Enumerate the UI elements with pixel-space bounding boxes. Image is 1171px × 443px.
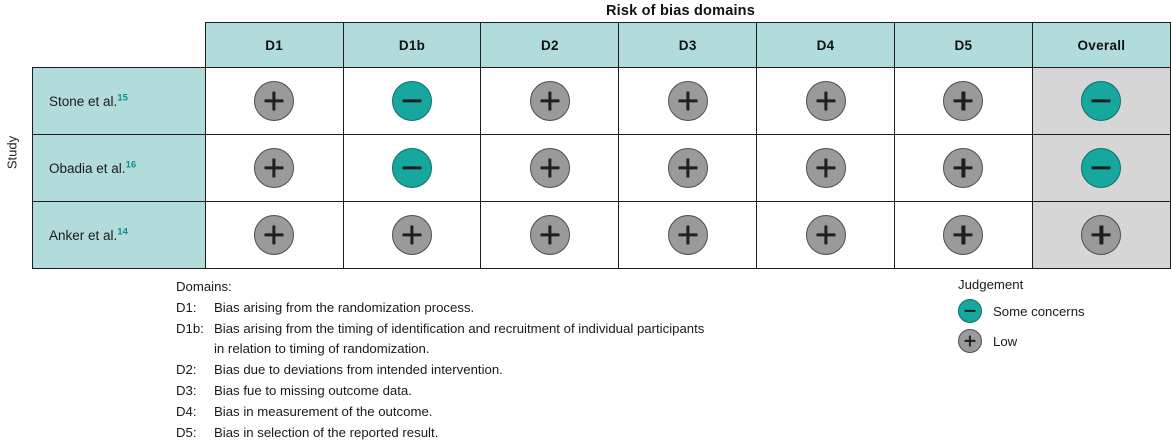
cell-obadia-d1b[interactable] xyxy=(342,134,482,202)
judgement-low-icon xyxy=(392,215,433,255)
judgement-some-concerns-icon xyxy=(958,299,982,323)
risk-of-bias-table: D1 D1b D2 D3 D4 D5 Overall Stone et al.1… xyxy=(32,22,1171,269)
judgement-low-icon xyxy=(805,148,846,188)
judgement-some-concerns-icon xyxy=(392,81,433,121)
judgement-legend-item-low: Low xyxy=(958,329,1085,353)
judgement-some-concerns-icon xyxy=(1081,148,1122,188)
judgement-low-icon xyxy=(529,81,570,121)
cell-obadia-d2[interactable] xyxy=(480,134,620,202)
domain-key: D1b: xyxy=(176,320,204,336)
study-name: Obadia et al. xyxy=(49,160,126,176)
column-header-overall: Overall xyxy=(1031,22,1171,68)
domain-description: Bias fue to missing outcome data. xyxy=(214,382,412,398)
judgement-legend-label: Some concerns xyxy=(993,303,1085,319)
column-header-d2: D2 xyxy=(480,22,620,68)
page-title: Risk of bias domains xyxy=(605,3,756,19)
domain-legend-item-d5: D5: Bias in selection of the reported re… xyxy=(176,423,704,443)
domain-key: D5: xyxy=(176,424,197,440)
domain-description: Bias arising from the randomization proc… xyxy=(214,299,475,315)
domain-description: Bias in measurement of the outcome. xyxy=(214,403,433,419)
cell-anker-d3[interactable] xyxy=(618,201,758,269)
cell-obadia-d5[interactable] xyxy=(893,134,1033,202)
cell-anker-overall[interactable] xyxy=(1031,201,1171,269)
judgement-low-icon xyxy=(958,329,982,353)
study-label-stone: Stone et al.15 xyxy=(32,67,206,135)
judgement-low-icon xyxy=(667,215,708,255)
domain-description: Bias arising from the timing of identifi… xyxy=(214,320,705,336)
judgement-legend-heading: Judgement xyxy=(958,277,1024,292)
column-header-d4: D4 xyxy=(756,22,895,68)
column-header-d1b: D1b xyxy=(342,22,482,68)
cell-stone-overall[interactable] xyxy=(1031,67,1171,135)
cell-obadia-overall[interactable] xyxy=(1031,134,1171,202)
judgement-low-icon xyxy=(805,81,846,121)
judgement-low-icon xyxy=(943,215,984,255)
domain-legend-item-d3: D3: Bias fue to missing outcome data. xyxy=(176,381,704,402)
cell-obadia-d1[interactable] xyxy=(204,134,344,202)
judgement-low-icon xyxy=(1081,215,1122,255)
judgement-low-icon xyxy=(529,215,570,255)
domain-legend-item-d2: D2: Bias due to deviations from intended… xyxy=(176,360,704,381)
domain-key: D3: xyxy=(176,382,197,398)
domain-key: D1: xyxy=(176,299,197,315)
cell-anker-d4[interactable] xyxy=(756,201,895,269)
judgement-low-icon xyxy=(254,148,295,188)
domains-legend: Domains: D1: Bias arising from the rando… xyxy=(176,277,704,443)
judgement-low-icon xyxy=(667,81,708,121)
study-reference: 15 xyxy=(117,92,128,103)
axis-label-study: Study xyxy=(4,135,20,170)
cell-stone-d5[interactable] xyxy=(893,67,1033,135)
cell-stone-d4[interactable] xyxy=(756,67,895,135)
study-name: Anker et al. xyxy=(49,227,118,243)
corner-cell xyxy=(32,22,206,68)
cell-stone-d2[interactable] xyxy=(480,67,620,135)
cell-anker-d2[interactable] xyxy=(480,201,620,269)
cell-anker-d1[interactable] xyxy=(204,201,344,269)
study-reference: 14 xyxy=(117,226,128,237)
judgement-low-icon xyxy=(943,81,984,121)
judgement-some-concerns-icon xyxy=(392,148,433,188)
judgement-legend-item-some-concerns: Some concerns xyxy=(958,299,1085,323)
judgement-low-icon xyxy=(943,148,984,188)
domain-key: D2: xyxy=(176,362,197,378)
domain-legend-item-d4: D4: Bias in measurement of the outcome. xyxy=(176,402,704,423)
cell-anker-d1b[interactable] xyxy=(342,201,482,269)
domain-description-continuation: in relation to timing of randomization. xyxy=(214,341,430,357)
domain-legend-item-d1b: D1b: Bias arising from the timing of ide… xyxy=(176,319,704,340)
domain-description: Bias in selection of the reported result… xyxy=(214,424,439,440)
cell-obadia-d4[interactable] xyxy=(756,134,895,202)
table-header-row: D1 D1b D2 D3 D4 D5 Overall xyxy=(32,22,1171,68)
study-label-obadia: Obadia et al.16 xyxy=(32,134,206,202)
domains-legend-heading: Domains: xyxy=(176,279,232,294)
domain-legend-item-d1: D1: Bias arising from the randomization … xyxy=(176,298,704,319)
judgement-legend: Judgement Some concerns Low xyxy=(958,277,1085,359)
table-row: Anker et al.14 xyxy=(32,201,1171,269)
table-row: Stone et al.15 xyxy=(32,67,1171,135)
judgement-low-icon xyxy=(529,148,570,188)
column-header-d5: D5 xyxy=(893,22,1033,68)
judgement-low-icon xyxy=(667,148,708,188)
judgement-legend-label: Low xyxy=(993,333,1018,349)
judgement-some-concerns-icon xyxy=(1081,81,1122,121)
judgement-low-icon xyxy=(805,215,846,255)
cell-stone-d1[interactable] xyxy=(204,67,344,135)
judgement-low-icon xyxy=(254,81,295,121)
cell-obadia-d3[interactable] xyxy=(618,134,758,202)
study-label-anker: Anker et al.14 xyxy=(32,201,206,269)
cell-stone-d3[interactable] xyxy=(618,67,758,135)
cell-stone-d1b[interactable] xyxy=(342,67,482,135)
judgement-low-icon xyxy=(254,215,295,255)
column-header-d3: D3 xyxy=(618,22,758,68)
domain-description: Bias due to deviations from intended int… xyxy=(214,362,503,378)
domain-key: D4: xyxy=(176,403,197,419)
table-row: Obadia et al.16 xyxy=(32,134,1171,202)
cell-anker-d5[interactable] xyxy=(893,201,1033,269)
study-reference: 16 xyxy=(125,159,137,170)
study-name: Stone et al. xyxy=(49,93,118,109)
column-header-d1: D1 xyxy=(204,22,344,68)
